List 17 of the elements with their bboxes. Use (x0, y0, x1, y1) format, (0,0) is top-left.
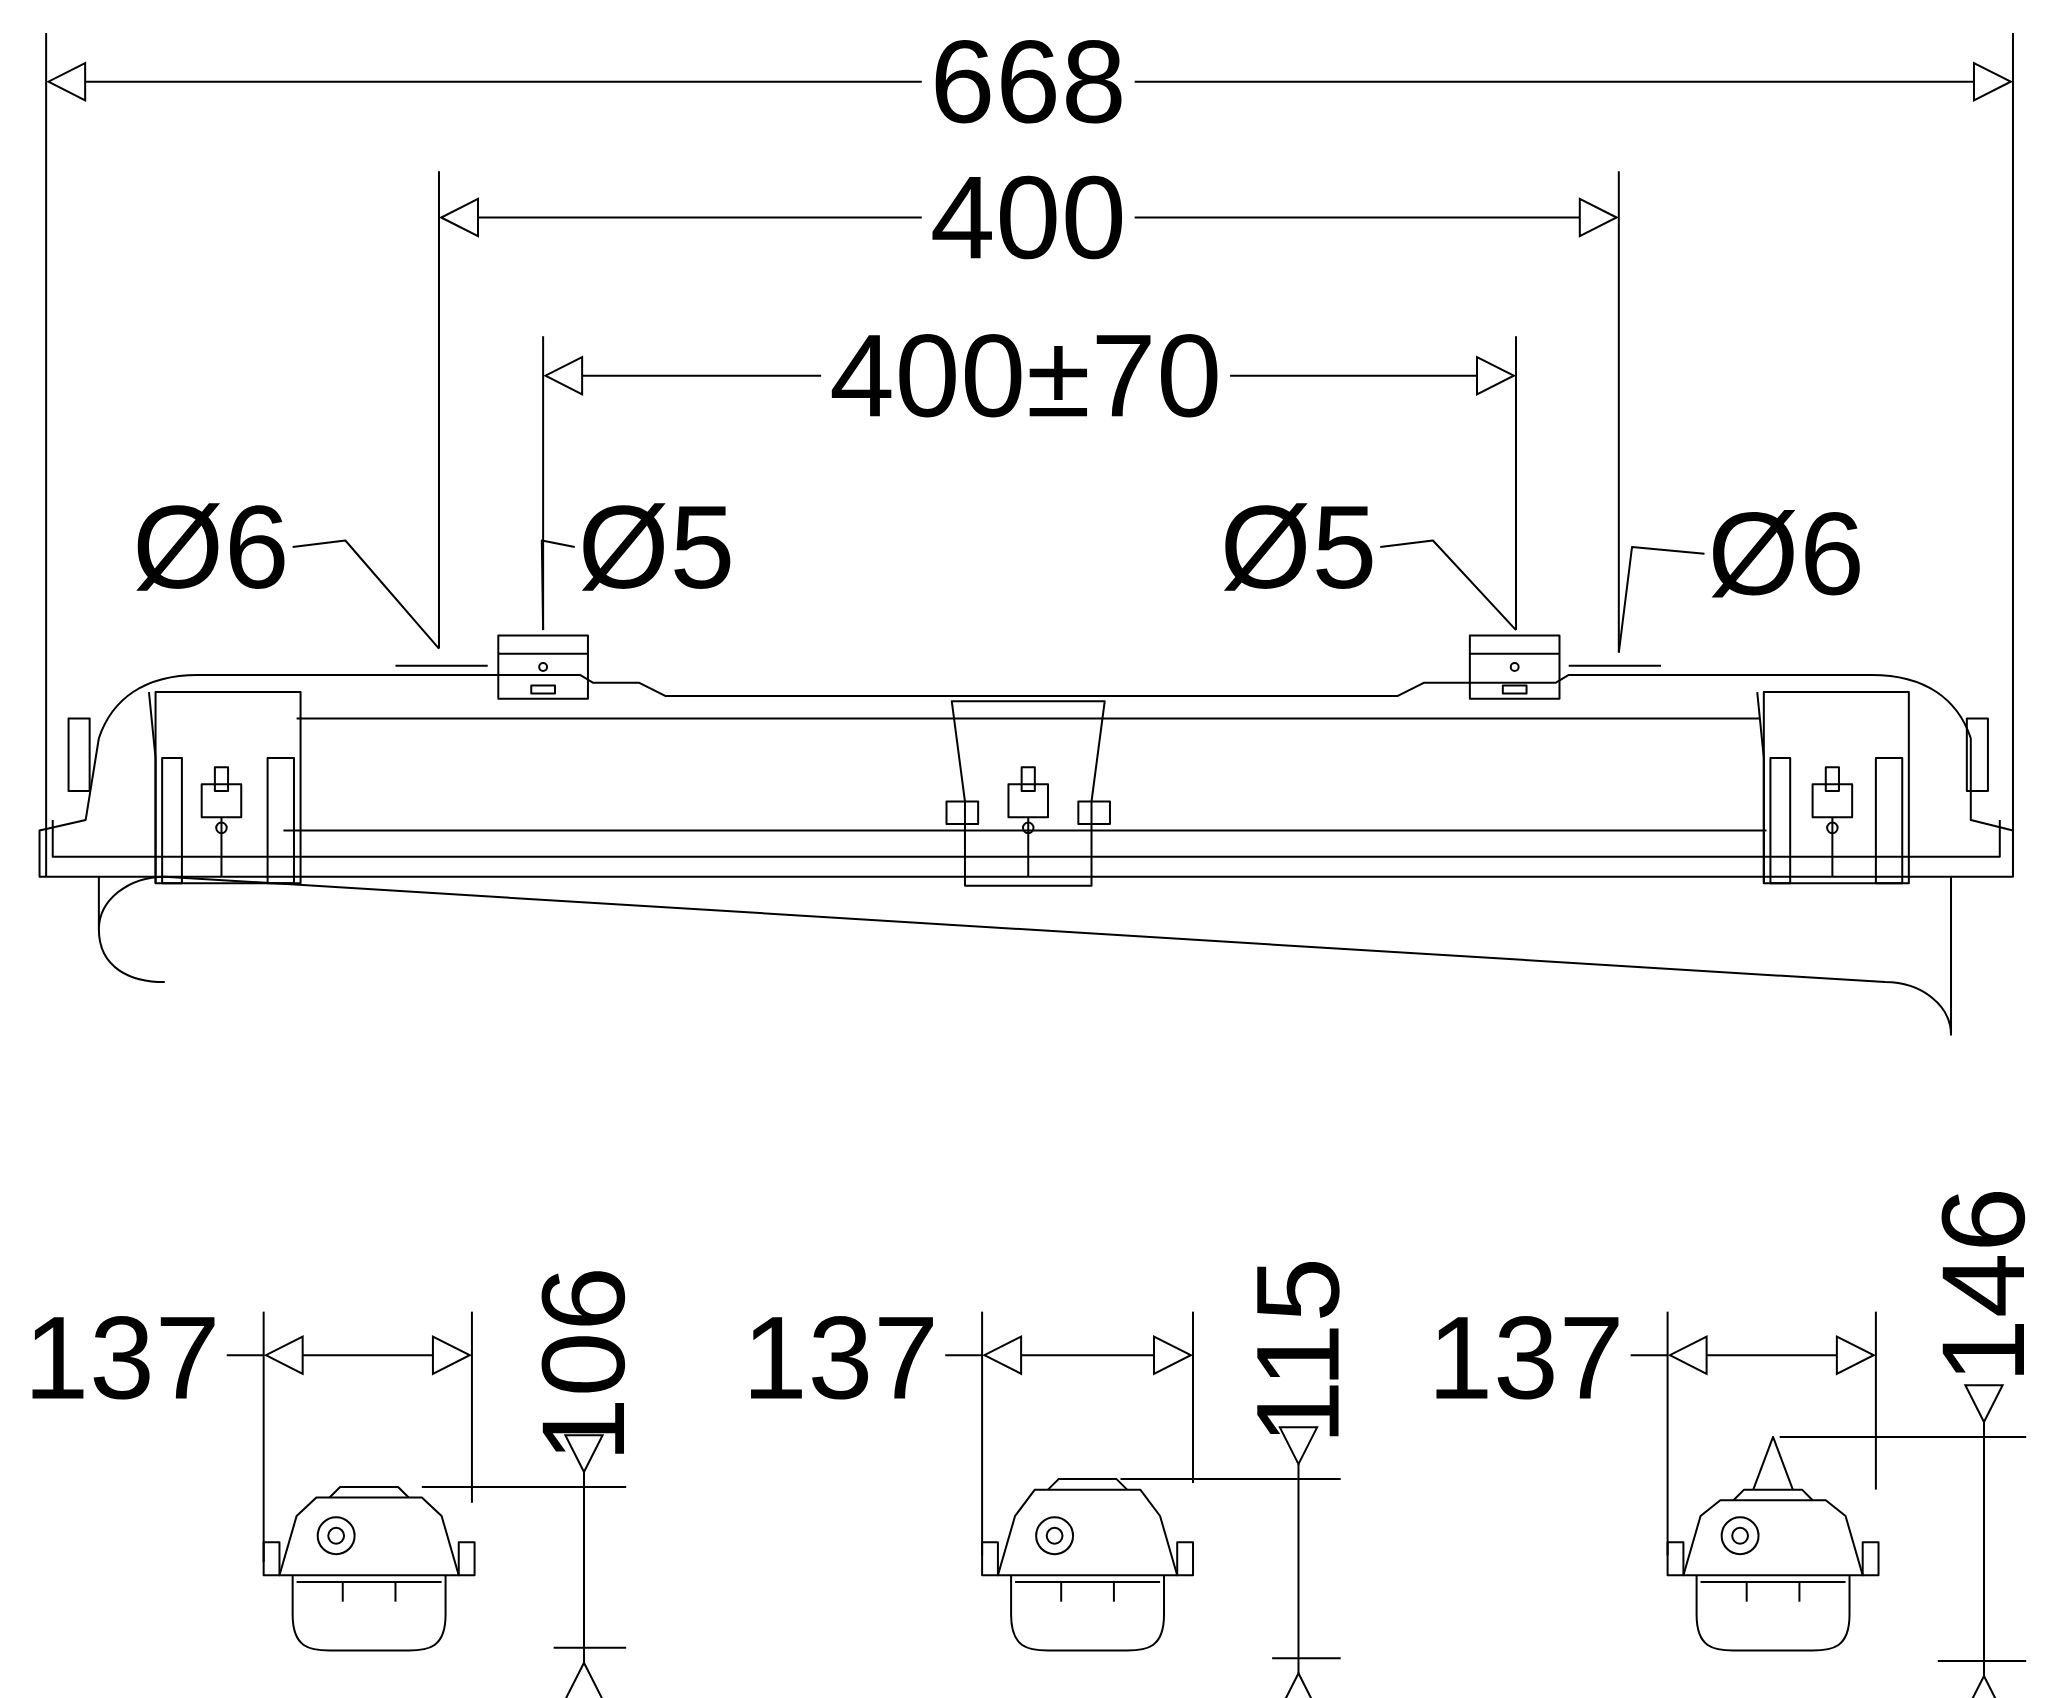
dimension-text: 400±70 (821, 333, 1231, 418)
dimension-text: 668 (921, 40, 1135, 124)
dimension-text: 115 (1257, 1262, 1340, 1437)
leader-line (1617, 546, 1706, 654)
leader-line (1379, 539, 1517, 632)
diameter-label: Ø6 (1711, 509, 1860, 598)
leader-line (540, 539, 576, 632)
dimension-text: 146 (1941, 1192, 2026, 1375)
diameter-label: Ø5 (581, 503, 731, 591)
dimension-text: 137 (751, 1316, 933, 1400)
diameter-label: Ø5 (1223, 503, 1373, 591)
dimension-text: 137 (1436, 1316, 1619, 1400)
dimension-text: 106 (541, 1271, 626, 1454)
diameter-label: Ø6 (136, 503, 285, 591)
dimension-text: 400 (921, 175, 1135, 260)
dimension-text: 137 (32, 1316, 215, 1400)
leader-line (291, 539, 440, 650)
